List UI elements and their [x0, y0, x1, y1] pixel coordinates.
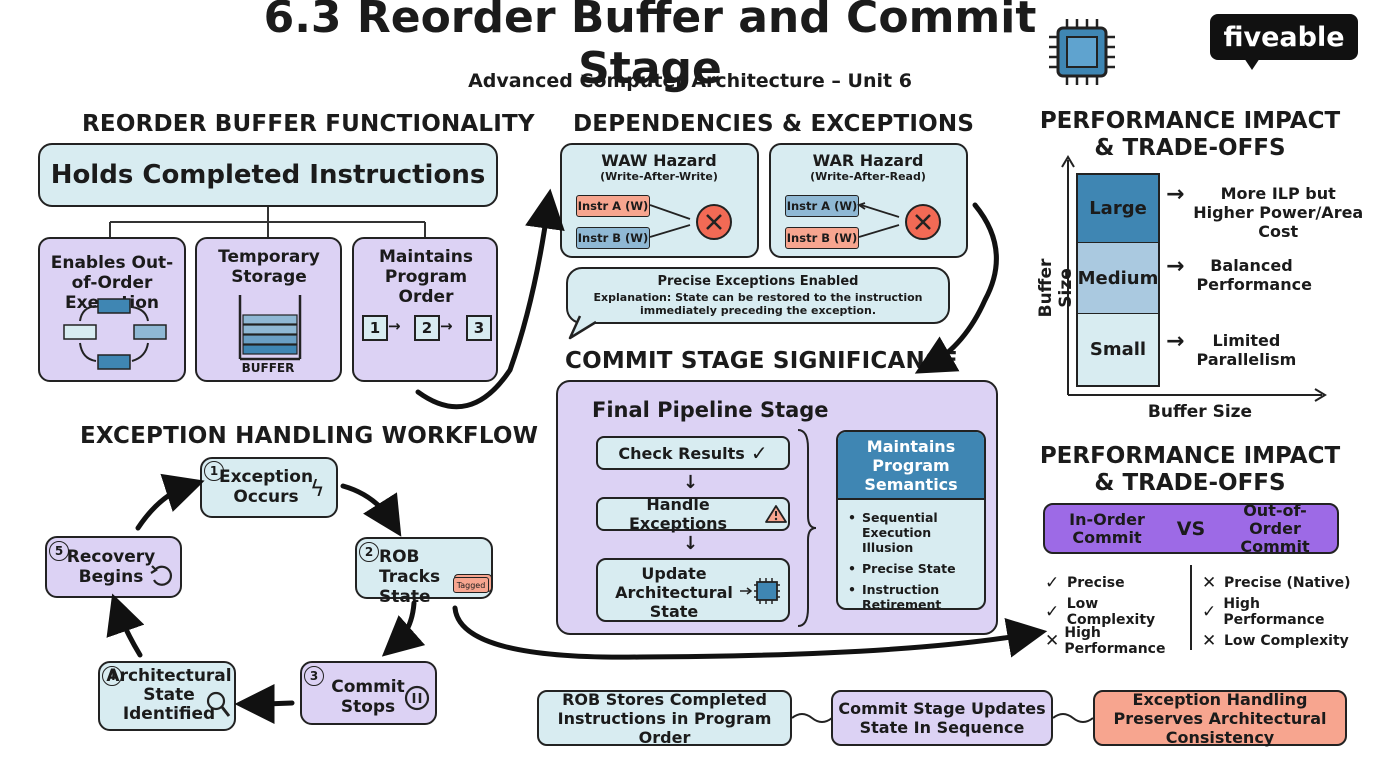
workflow-step-4: 4 Architectural State Identified	[98, 661, 236, 731]
bar-medium: Medium	[1078, 243, 1158, 314]
fiveable-logo[interactable]: fiveable	[1210, 14, 1358, 60]
summary-exceptions: Exception Handling Preserves Architectur…	[1093, 690, 1347, 747]
step-update-state: Update Architectural State	[596, 558, 790, 622]
check-icon: ✓	[750, 441, 768, 465]
rob-functionality-heading: REORDER BUFFER FUNCTIONALITY	[82, 111, 535, 137]
chip-icon	[1045, 15, 1119, 89]
commit-stage-heading: COMMIT STAGE SIGNIFICANCE	[565, 348, 958, 374]
in-order-label: In-Order Commit	[1069, 510, 1145, 547]
semantics-item: •Sequential Execution Illusion	[848, 510, 938, 555]
vs-label: VS	[1176, 518, 1206, 540]
final-pipeline-panel: Final Pipeline Stage Check Results✓ ↓ Ha…	[556, 380, 998, 635]
summary-commit: Commit Stage Updates State In Sequence	[831, 690, 1053, 746]
performance-heading: PERFORMANCE IMPACT & TRADE-OFFS	[1039, 108, 1341, 161]
out-of-order-list: ✕Precise (Native) ✓High Performance ✕Low…	[1202, 568, 1362, 655]
step-handle-exceptions: Handle Exceptions	[596, 495, 790, 533]
seq-step-2: 2	[414, 315, 440, 341]
workflow-step-5: 5 Recovery Begins	[45, 536, 182, 598]
war-hazard-card: WAR Hazard (Write-After-Read) Instr A (W…	[769, 143, 968, 258]
buffer-size-bars: Large Medium Small	[1076, 173, 1160, 387]
comparison-heading: PERFORMANCE IMPACT & TRADE-OFFS	[1039, 443, 1341, 496]
workflow-step-2: 2 ROB Tracks State Tagged	[355, 537, 493, 607]
lightning-icon: ϟ	[310, 477, 325, 502]
semantics-card: Maintains Program Semantics •Sequential …	[836, 430, 986, 610]
list-item: ✕Low Complexity	[1202, 630, 1349, 651]
list-item: ✓Precise	[1045, 572, 1125, 593]
callout-tail	[568, 315, 597, 340]
chip-small-icon	[740, 578, 780, 604]
bar-large: Large	[1078, 175, 1158, 243]
commit-comparison-banner: In-Order Commit VS Out-of-Order Commit	[1043, 502, 1339, 556]
workflow-step-3: 3 Commit Stops	[300, 661, 437, 725]
logo-tail	[1244, 58, 1260, 70]
step-check-results: Check Results✓	[596, 436, 790, 470]
undo-icon	[150, 565, 172, 586]
waw-hazard-card: WAW Hazard (Write-After-Write) Instr A (…	[560, 143, 759, 258]
bar-small: Small	[1078, 314, 1158, 385]
seq-step-3: 3	[466, 315, 492, 341]
buffer-caption: BUFFER	[241, 361, 295, 375]
semantics-item: •Instruction Retirement	[848, 582, 942, 610]
seq-step-1: 1	[362, 315, 388, 341]
summary-rob: ROB Stores Completed Instructions in Pro…	[537, 690, 792, 747]
exception-workflow-heading: EXCEPTION HANDLING WORKFLOW	[80, 423, 539, 449]
pause-icon	[404, 685, 430, 711]
in-order-list: ✓Precise ✓Low Complexity ✕High Performan…	[1045, 568, 1190, 657]
comparison-divider	[1190, 565, 1192, 650]
war-instr-a: Instr A (W)	[785, 195, 859, 217]
list-item: ✕High Performance	[1045, 624, 1166, 657]
note-medium: → Balanced Performance	[1166, 254, 1312, 295]
list-item: ✓Low Complexity	[1045, 595, 1156, 628]
panel-title: Final Pipeline Stage	[592, 398, 829, 422]
cycle-icon	[63, 298, 167, 370]
waw-instr-a: Instr A (W)	[576, 195, 650, 217]
subtitle: Advanced Computer Architecture – Unit 6	[468, 70, 912, 92]
card-temporary-storage: Temporary Storage BUFFER	[195, 237, 342, 382]
note-large: → More ILP but Higher Power/Area Cost	[1166, 182, 1364, 242]
brace	[797, 429, 817, 627]
war-conflict-icon	[856, 202, 941, 240]
card-out-of-order: Enables Out-of-Order Execution	[38, 237, 186, 382]
sequence-icon: 1 → 2 → 3	[362, 315, 492, 341]
page-title: 6.3 Reorder Buffer and Commit Stage	[263, 0, 1037, 94]
semantics-item: •Precise State	[848, 561, 956, 576]
semantics-title: Maintains Program Semantics	[838, 432, 984, 500]
list-item: ✓High Performance	[1202, 595, 1325, 628]
warning-icon	[765, 505, 787, 523]
war-instr-b: Instr B (W)	[785, 227, 859, 249]
card-program-order: Maintains Program Order 1 → 2 → 3	[352, 237, 498, 382]
tag-icon: Tagged	[453, 577, 489, 593]
x-axis-label: Buffer Size	[1147, 402, 1253, 422]
magnifier-icon	[206, 691, 231, 717]
waw-conflict-icon	[649, 204, 732, 240]
dependencies-heading: DEPENDENCIES & EXCEPTIONS	[573, 111, 975, 137]
note-small: → Limited Parallelism	[1166, 329, 1297, 370]
waw-instr-b: Instr B (W)	[576, 227, 650, 249]
holds-completed-box: Holds Completed Instructions	[38, 143, 498, 207]
precise-exceptions-callout: Precise Exceptions Enabled Explanation: …	[566, 267, 950, 324]
list-item: ✕Precise (Native)	[1202, 572, 1351, 593]
workflow-step-1: 1 Exception Occurs ϟ	[200, 457, 338, 518]
buffer-stack-icon	[238, 295, 302, 361]
